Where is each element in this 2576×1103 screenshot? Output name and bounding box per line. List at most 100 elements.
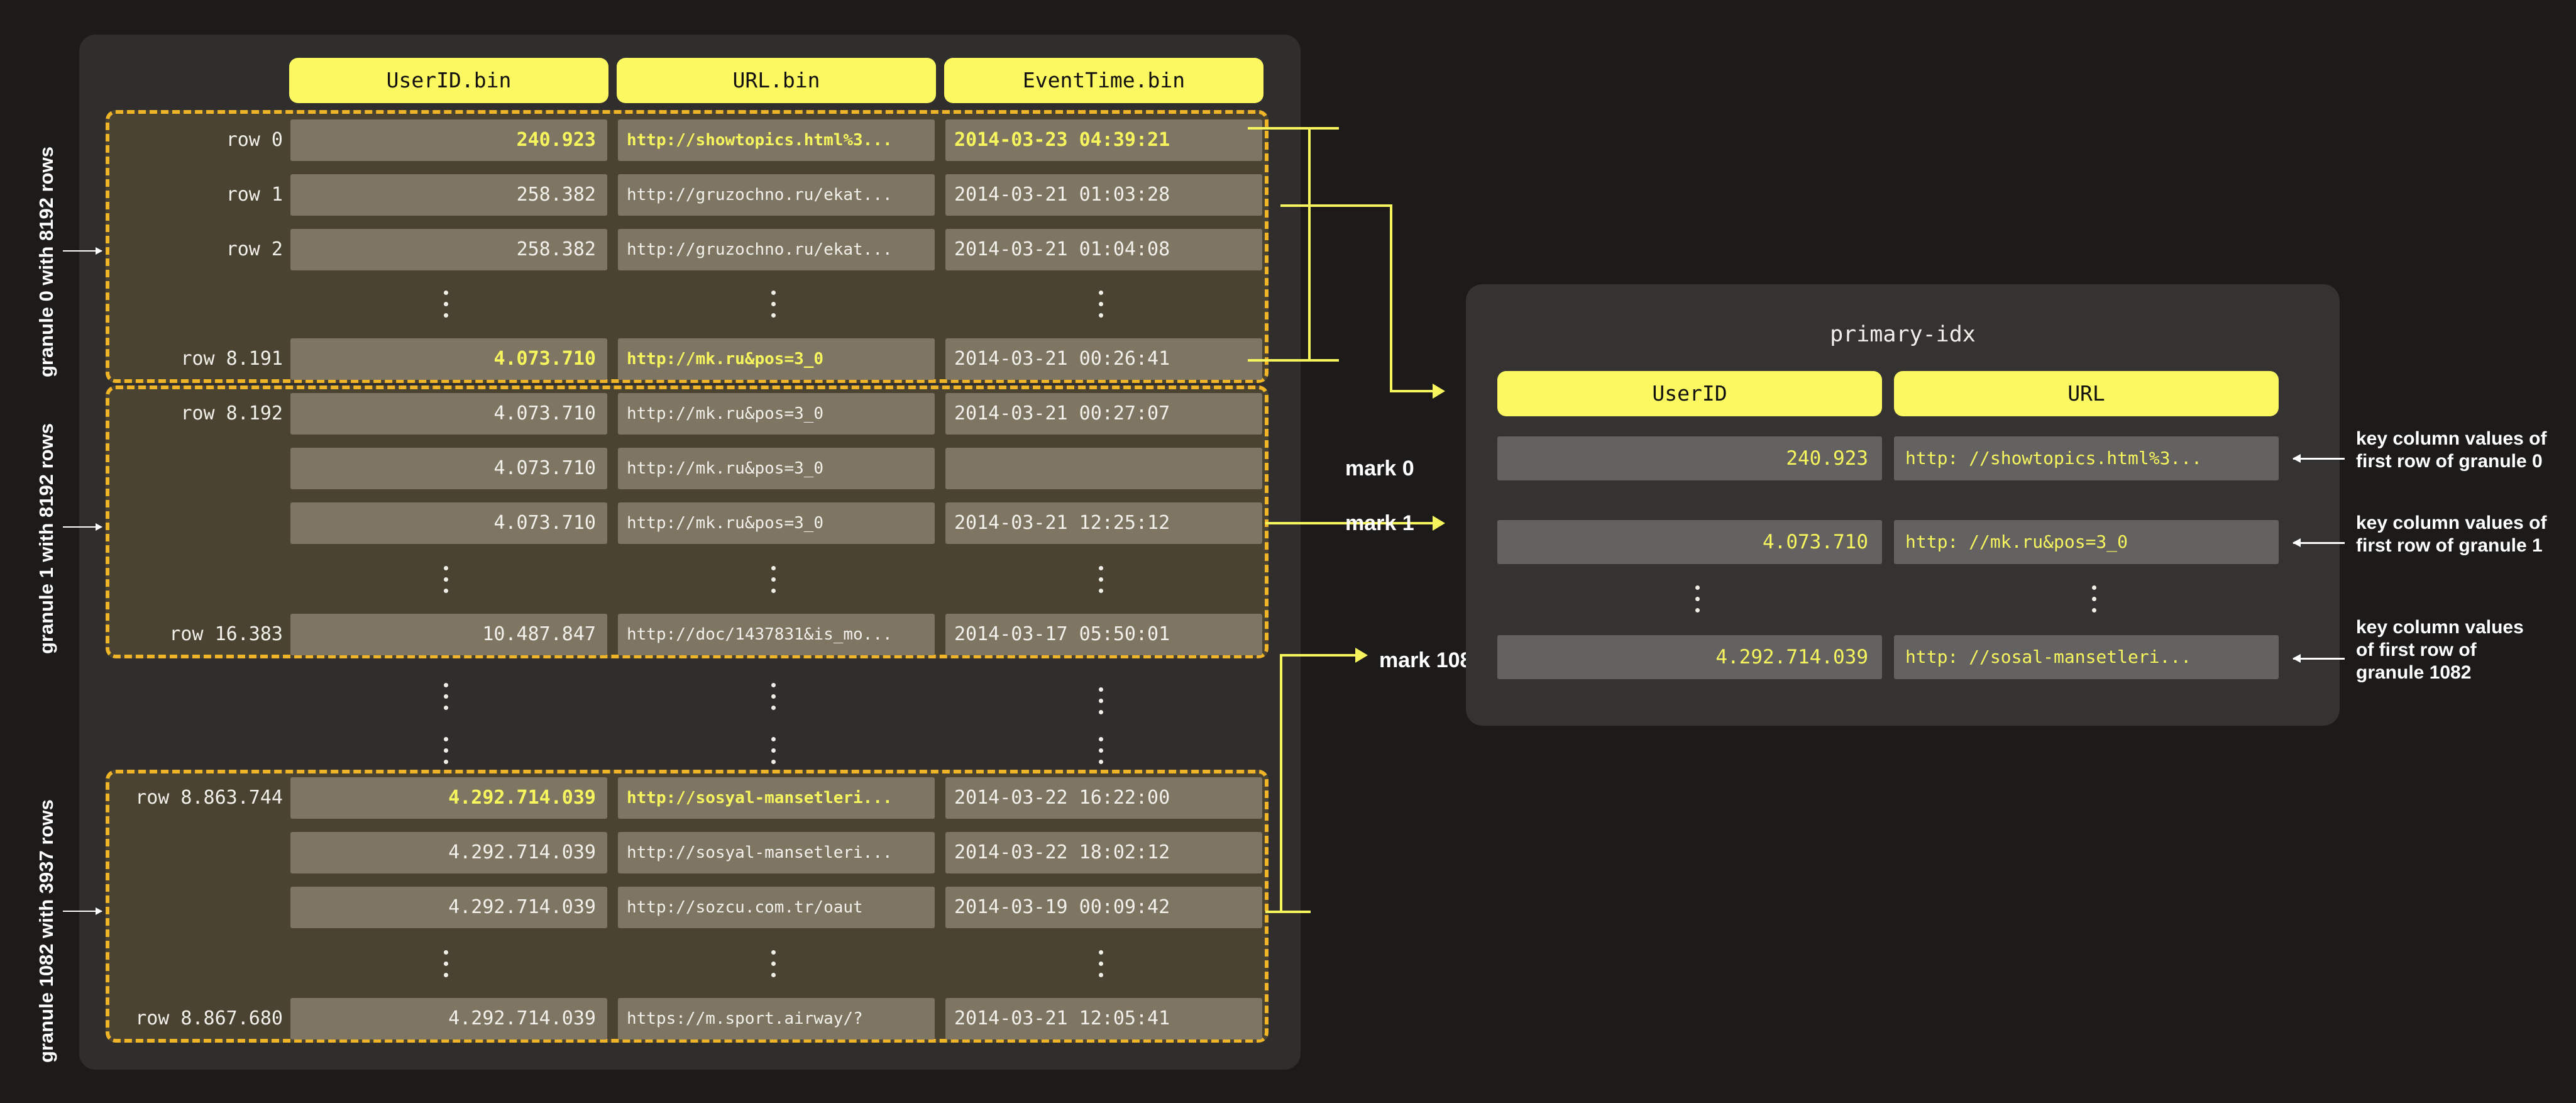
cell-url: http://mk.ru&pos=3_0	[618, 393, 935, 435]
cell-userid: 4.073.710	[290, 448, 607, 489]
cell-userid: 4.292.714.039	[290, 832, 607, 873]
cell-url: http://sosyal-mansetleri...	[618, 777, 935, 819]
granule-0-side-label: granule 0 with 8192 rows	[35, 147, 57, 377]
ellipsis-eventtime	[1099, 291, 1105, 324]
annotation-granule-0: key column values of first row of granul…	[2356, 428, 2547, 472]
primary-idx-cell-url: http: //sosal-mansetleri...	[1894, 635, 2279, 679]
row-label: row 0	[226, 129, 283, 151]
mark-1-connector	[1265, 522, 1434, 524]
primary-idx-cell-url: http: //showtopics.html%3...	[1894, 436, 2279, 480]
ellipsis-userid	[444, 291, 450, 324]
mark-1-arrowhead	[1433, 516, 1445, 531]
ellipsis-gap-row1-eventtime	[1099, 687, 1105, 721]
cell-url: http://showtopics.html%3...	[618, 119, 935, 161]
cell-userid: 4.292.714.039	[290, 887, 607, 928]
cell-url: http://gruzochno.ru/ekat...	[618, 229, 935, 270]
cell-userid: 4.073.710	[290, 502, 607, 544]
cell-eventtime	[945, 448, 1262, 489]
cell-userid: 258.382	[290, 229, 607, 270]
granule-1082-side-label: granule 1082 with 3937 rows	[35, 799, 57, 1063]
cell-eventtime: 2014-03-23 04:39:21	[945, 119, 1262, 161]
primary-idx-column-header-url: URL	[1894, 371, 2279, 416]
mark-0-connector-lead	[1390, 390, 1434, 392]
mark-0-connector-bottom	[1248, 359, 1339, 362]
mark-0-arrowhead	[1433, 384, 1445, 399]
mark-1-label: mark 1	[1345, 511, 1414, 535]
cell-eventtime: 2014-03-21 12:05:41	[945, 998, 1262, 1039]
mark-1082-arrowhead	[1355, 648, 1368, 663]
primary-idx-cell-userid: 4.292.714.039	[1497, 635, 1882, 679]
cell-userid: 240.923	[290, 119, 607, 161]
ellipsis-gap-row2-url	[771, 737, 778, 771]
mark-0-connector-top	[1248, 127, 1339, 130]
cell-eventtime: 2014-03-22 18:02:12	[945, 832, 1262, 873]
row-label: row 8.863.744	[135, 787, 283, 809]
cell-url: http://mk.ru&pos=3_0	[618, 338, 935, 380]
cell-url: http://sosyal-mansetleri...	[618, 832, 935, 873]
row-label: row 8.191	[180, 348, 283, 370]
annotation-granule-1082: key column values of first row of granul…	[2356, 617, 2524, 683]
mark-1082-connector-lead	[1280, 654, 1357, 657]
ellipsis-gap-row2-userid	[444, 737, 450, 771]
cell-eventtime: 2014-03-22 16:22:00	[945, 777, 1262, 819]
cell-url: http://mk.ru&pos=3_0	[618, 502, 935, 544]
ellipsis-url	[771, 950, 778, 984]
ellipsis-url	[771, 291, 778, 324]
ellipsis-url	[771, 566, 778, 600]
primary-idx-cell-url: http: //mk.ru&pos=3_0	[1894, 520, 2279, 564]
cell-eventtime: 2014-03-21 01:04:08	[945, 229, 1262, 270]
granule-1082-side-arrow	[63, 907, 102, 915]
cell-userid: 4.073.710	[290, 338, 607, 380]
row-label: row 1	[226, 184, 283, 206]
primary-idx-cell-userid: 4.073.710	[1497, 520, 1882, 564]
primary-idx-ellipsis-url	[2092, 585, 2098, 619]
ellipsis-userid	[444, 566, 450, 600]
column-header-url-bin: URL.bin	[617, 58, 936, 103]
cell-eventtime: 2014-03-19 00:09:42	[945, 887, 1262, 928]
cell-userid: 258.382	[290, 174, 607, 216]
ellipsis-gap-row1-userid	[444, 683, 450, 717]
cell-eventtime: 2014-03-21 01:03:28	[945, 174, 1262, 216]
annotation-granule-1: key column values of first row of granul…	[2356, 513, 2547, 556]
cell-userid: 4.292.714.039	[290, 777, 607, 819]
ellipsis-userid	[444, 950, 450, 984]
primary-idx-column-header-userid: UserID	[1497, 371, 1882, 416]
cell-eventtime: 2014-03-21 12:25:12	[945, 502, 1262, 544]
cell-url: http://gruzochno.ru/ekat...	[618, 174, 935, 216]
row-label: row 16.383	[169, 623, 283, 645]
cell-url: https://m.sport.airway/?	[618, 998, 935, 1039]
mark-0-connector-vert-left	[1308, 127, 1311, 362]
column-header-userid-bin: UserID.bin	[289, 58, 608, 103]
mark-0-connector-vert-right	[1390, 204, 1392, 391]
row-label: row 8.867.680	[135, 1007, 283, 1029]
cell-userid: 4.073.710	[290, 393, 607, 435]
granule-1-side-arrow	[63, 523, 102, 531]
cell-url: http://mk.ru&pos=3_0	[618, 448, 935, 489]
cell-eventtime: 2014-03-17 05:50:01	[945, 614, 1262, 655]
mark-1082-connector-vert	[1280, 654, 1282, 912]
column-header-eventtime-bin: EventTime.bin	[944, 58, 1263, 103]
primary-idx-cell-userid: 240.923	[1497, 436, 1882, 480]
ellipsis-eventtime	[1099, 950, 1105, 984]
primary-idx-ellipsis-userid	[1695, 585, 1702, 619]
annotation-2-arrow	[2293, 654, 2345, 663]
ellipsis-eventtime	[1099, 566, 1105, 600]
cell-userid: 10.487.847	[290, 614, 607, 655]
ellipsis-gap-row2-eventtime	[1099, 737, 1105, 771]
cell-userid: 4.292.714.039	[290, 998, 607, 1039]
cell-url: http://doc/1437831&is_mo...	[618, 614, 935, 655]
mark-0-label: mark 0	[1345, 457, 1414, 480]
row-label: row 8.192	[180, 402, 283, 424]
primary-idx-title: primary-idx	[1830, 322, 1976, 347]
granule-0-side-arrow	[63, 247, 102, 255]
ellipsis-gap-row1-url	[771, 683, 778, 717]
cell-eventtime: 2014-03-21 00:27:07	[945, 393, 1262, 435]
granule-1-side-label: granule 1 with 8192 rows	[35, 423, 57, 654]
cell-eventtime: 2014-03-21 00:26:41	[945, 338, 1262, 380]
annotation-1-arrow	[2293, 538, 2345, 547]
cell-url: http://sozcu.com.tr/oaut	[618, 887, 935, 928]
row-label: row 2	[226, 238, 283, 260]
mark-0-connector-mid	[1280, 204, 1392, 207]
mark-1082-connector-bottom	[1265, 911, 1311, 913]
annotation-0-arrow	[2293, 454, 2345, 463]
